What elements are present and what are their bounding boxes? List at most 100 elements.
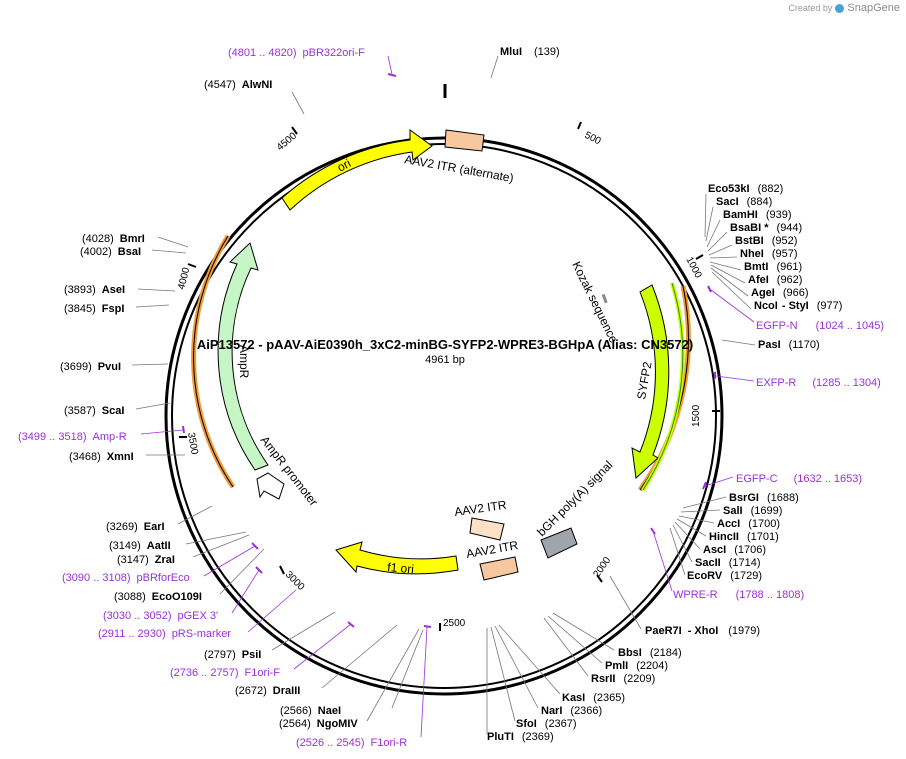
bgh-polya-label: bGH poly(A) signal xyxy=(534,458,615,539)
tick-2500: 2500 xyxy=(443,618,466,629)
enzyme-label-rsrii[interactable]: RsrII(2209) xyxy=(591,673,655,685)
leader-asci xyxy=(674,521,701,550)
leader-naei xyxy=(391,629,424,709)
enzyme-label-naei[interactable]: (2566)NaeI xyxy=(280,705,341,717)
enzyme-label-pluti[interactable]: PluTI(2369) xyxy=(487,731,554,743)
enzyme-label-fspi[interactable]: (3845)FspI xyxy=(64,303,124,315)
bgh-polya-box[interactable] xyxy=(540,527,578,559)
primer-label-egfp-n[interactable]: EGFP-N(1024 .. 1045) xyxy=(756,320,884,332)
ampr-label: AmpR xyxy=(237,345,251,379)
enzyme-label-sali[interactable]: SalI(1699) xyxy=(723,505,782,517)
f1-ori-arrow[interactable] xyxy=(335,541,459,575)
enzyme-label-asci[interactable]: AscI(1706) xyxy=(703,544,766,556)
leader-bsai xyxy=(151,249,187,254)
enzyme-label-sfoi[interactable]: SfoI(2367) xyxy=(516,718,577,730)
enzyme-label-aatii[interactable]: (3149)AatII xyxy=(109,540,171,552)
leader-bamhi xyxy=(706,219,721,248)
ampr-arrow[interactable] xyxy=(217,242,269,471)
leader-draiii xyxy=(321,624,398,689)
enzyme-label-zrai[interactable]: (3147)ZraI xyxy=(117,554,175,566)
enzyme-label-sacii[interactable]: SacII(1714) xyxy=(695,557,760,569)
leader-ecoo109i xyxy=(219,548,265,595)
ampr-promoter-arrow[interactable] xyxy=(256,472,285,500)
syfp2-inner-arc-core xyxy=(642,282,684,491)
leader-scai xyxy=(135,402,171,410)
leader-mlui xyxy=(490,55,499,79)
aav2-itr-box-2[interactable] xyxy=(479,556,519,581)
leader-sacii xyxy=(672,524,693,563)
leader-rsrii xyxy=(543,617,589,677)
enzyme-label-ngomiv[interactable]: (2564)NgoMIV xyxy=(279,718,358,730)
enzyme-label-mlui[interactable]: MluI(139) xyxy=(500,46,560,58)
aav2-itr-alternate-box[interactable] xyxy=(444,129,485,152)
primer-label-pbrforeco[interactable]: (3090 .. 3108)pBRforEco xyxy=(62,572,190,584)
primer-label-pgex3[interactable]: (3030 .. 3052)pGEX 3' xyxy=(103,610,218,622)
enzyme-label-draiii[interactable]: (2672)DraIII xyxy=(235,685,300,697)
enzyme-label-alwni[interactable]: (4547)AlwNI xyxy=(204,79,272,91)
ori-arrow[interactable] xyxy=(281,129,433,211)
enzyme-label-ncoi-styi[interactable]: NcoI- StyI(977) xyxy=(754,300,842,312)
leader-bbsi xyxy=(552,612,615,651)
syfp2-label: SYFP2 xyxy=(634,360,654,400)
leader-ncoi xyxy=(711,271,752,310)
backbone-inner xyxy=(171,143,717,689)
leader-wpre-r xyxy=(652,530,673,592)
enzyme-label-nhei[interactable]: NheI(957) xyxy=(740,248,798,260)
primer-label-amp-r[interactable]: (3499 .. 3518)Amp-R xyxy=(18,431,127,443)
primer-label-exfp-r[interactable]: EXFP-R(1285 .. 1304) xyxy=(756,377,881,389)
leader-ecorv xyxy=(669,527,686,576)
enzyme-label-afei[interactable]: AfeI(962) xyxy=(748,274,802,286)
enzyme-label-bmti[interactable]: BmtI(961) xyxy=(744,261,802,273)
leader-eari xyxy=(177,505,213,525)
primer-label-f1ori-f[interactable]: (2736 .. 2757)F1ori-F xyxy=(170,667,280,679)
enzyme-label-agei[interactable]: AgeI(966) xyxy=(751,287,809,299)
leader-zrai xyxy=(192,534,250,558)
enzyme-label-bmri[interactable]: (4028)BmrI xyxy=(82,233,145,245)
enzyme-label-psii[interactable]: (2797)PsiI xyxy=(204,649,261,661)
enzyme-label-eari[interactable]: (3269)EarI xyxy=(106,521,165,533)
enzyme-label-ecoo109i[interactable]: (3088)EcoO109I xyxy=(114,591,202,603)
syfp2-arrow[interactable] xyxy=(631,284,670,480)
enzyme-label-kasi[interactable]: KasI(2365) xyxy=(562,692,625,704)
enzyme-label-bsai[interactable]: (4002)BsaI xyxy=(80,246,141,258)
created-by-text: Created by xyxy=(788,3,833,13)
primer-label-egfp-c[interactable]: EGFP-C(1632 .. 1653) xyxy=(736,473,862,485)
tick-1500: 1500 xyxy=(691,404,702,427)
tick-mark-4500 xyxy=(291,126,298,135)
enzyme-label-eco53ki[interactable]: Eco53kI(882) xyxy=(708,183,783,195)
primer-label-wpre-r[interactable]: WPRE-R(1788 .. 1808) xyxy=(673,589,804,601)
enzyme-label-pvui[interactable]: (3699)PvuI xyxy=(60,361,121,373)
enzyme-label-xmni[interactable]: (3468)XmnI xyxy=(69,451,134,463)
enzyme-label-nari[interactable]: NarI(2366) xyxy=(541,705,602,717)
enzyme-label-paer7i-xhoi[interactable]: PaeR7I- XhoI(1979) xyxy=(645,625,760,637)
snapgene-credit: Created by SnapGene xyxy=(788,2,900,14)
primer-label-f1ori-r[interactable]: (2526 .. 2545)F1ori-R xyxy=(296,737,407,749)
enzyme-label-bstbi[interactable]: BstBI(952) xyxy=(735,235,797,247)
kozak-label: Kozak sequence xyxy=(569,259,621,345)
leader-fspi xyxy=(135,304,170,308)
aav2-itr-box-1[interactable] xyxy=(469,517,505,541)
enzyme-label-asei[interactable]: (3893)AseI xyxy=(64,284,125,296)
enzyme-label-bsabi[interactable]: BsaBI *(944) xyxy=(730,222,802,234)
leader-pbr322ori-f xyxy=(387,55,393,75)
enzyme-label-ecorv[interactable]: EcoRV(1729) xyxy=(687,570,762,582)
enzyme-label-hincii[interactable]: HincII(1701) xyxy=(709,531,779,543)
enzyme-label-bsrgi[interactable]: BsrGI(1688) xyxy=(729,492,799,504)
enzyme-label-acci[interactable]: AccI(1700) xyxy=(717,518,780,530)
enzyme-label-saci[interactable]: SacI(884) xyxy=(716,196,772,208)
plasmid-size: 4961 bp xyxy=(425,354,465,366)
enzyme-label-bbsi[interactable]: BbsI(2184) xyxy=(618,647,682,659)
leader-alwni xyxy=(291,91,305,115)
enzyme-label-pasi[interactable]: PasI(1170) xyxy=(758,339,820,351)
tick-3500: 3500 xyxy=(185,432,200,456)
kozak-mark[interactable] xyxy=(601,293,608,304)
enzyme-label-pmli[interactable]: PmlI(2204) xyxy=(605,660,668,672)
enzyme-label-bamhi[interactable]: BamHI(939) xyxy=(723,209,792,221)
primer-label-pbr322ori-f[interactable]: (4801 .. 4820)pBR322ori-F xyxy=(228,47,365,59)
leader-pvui xyxy=(131,363,169,366)
enzyme-label-scai[interactable]: (3587)ScaI xyxy=(64,405,124,417)
primer-leader-lines xyxy=(140,55,755,738)
primer-label-prs-marker[interactable]: (2911 .. 2930)pRS-marker xyxy=(98,628,231,640)
leader-bsabi xyxy=(707,231,728,252)
leader-egfp-c xyxy=(704,476,734,487)
